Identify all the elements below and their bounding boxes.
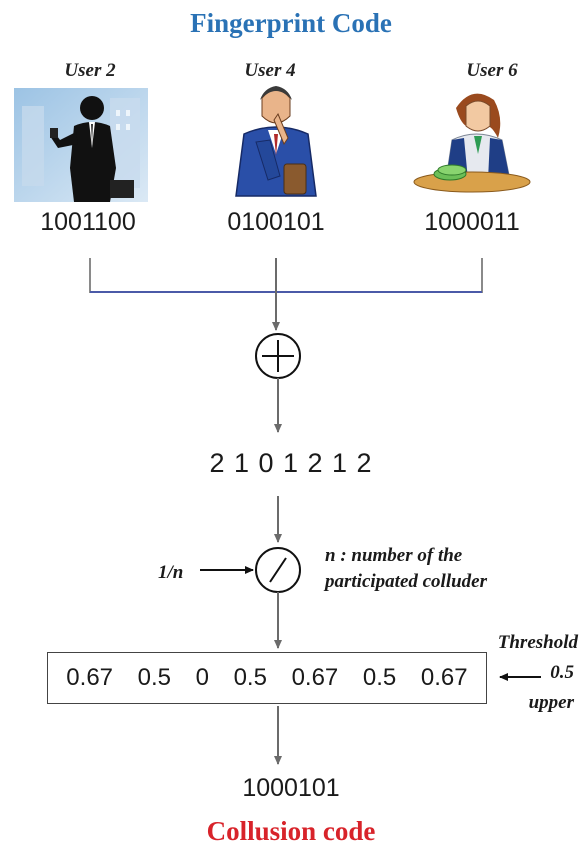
- sum-result: 2 1 0 1 2 1 2: [209, 448, 373, 478]
- average-values-box: 0.67 0.5 0 0.5 0.67 0.5 0.67: [47, 652, 487, 704]
- user-6-woman-at-desk: [413, 93, 531, 193]
- collusion-code-title: Collusion code: [206, 816, 376, 846]
- collect-bracket: [89, 258, 483, 293]
- division-operator-icon: [255, 547, 301, 593]
- threshold-direction: upper: [528, 692, 574, 713]
- average-value: 0: [195, 664, 209, 691]
- user-6-code: 1000011: [424, 208, 520, 236]
- threshold-label: Threshold: [497, 632, 578, 653]
- threshold-value: 0.5: [550, 662, 574, 683]
- average-value: 0.67: [420, 664, 468, 691]
- n-description-line2: participated colluder: [325, 571, 488, 592]
- n-description: n : number of the participated colluder: [325, 543, 487, 595]
- collusion-result-code: 1000101: [242, 774, 340, 802]
- average-value: 0.5: [362, 664, 397, 691]
- user-label-4: User 4: [244, 60, 296, 81]
- user-4-code: 0100101: [227, 208, 325, 236]
- user-label-6: User 6: [466, 60, 518, 81]
- user-label-2: User 2: [64, 60, 116, 81]
- average-value: 0.67: [66, 664, 114, 691]
- average-value: 0.67: [291, 664, 339, 691]
- user-2-code: 1001100: [40, 208, 136, 236]
- average-value: 0.5: [137, 664, 171, 691]
- inverse-n-label: 1/n: [158, 562, 184, 583]
- user-2-businessman-silhouette: [14, 88, 148, 202]
- fingerprint-code-title: Fingerprint Code: [190, 8, 392, 38]
- user-4-businessman-blue-suit: [235, 86, 317, 197]
- sum-operator-icon: [255, 333, 301, 379]
- average-value: 0.5: [233, 664, 267, 691]
- n-description-line1: n : number of the: [325, 545, 463, 566]
